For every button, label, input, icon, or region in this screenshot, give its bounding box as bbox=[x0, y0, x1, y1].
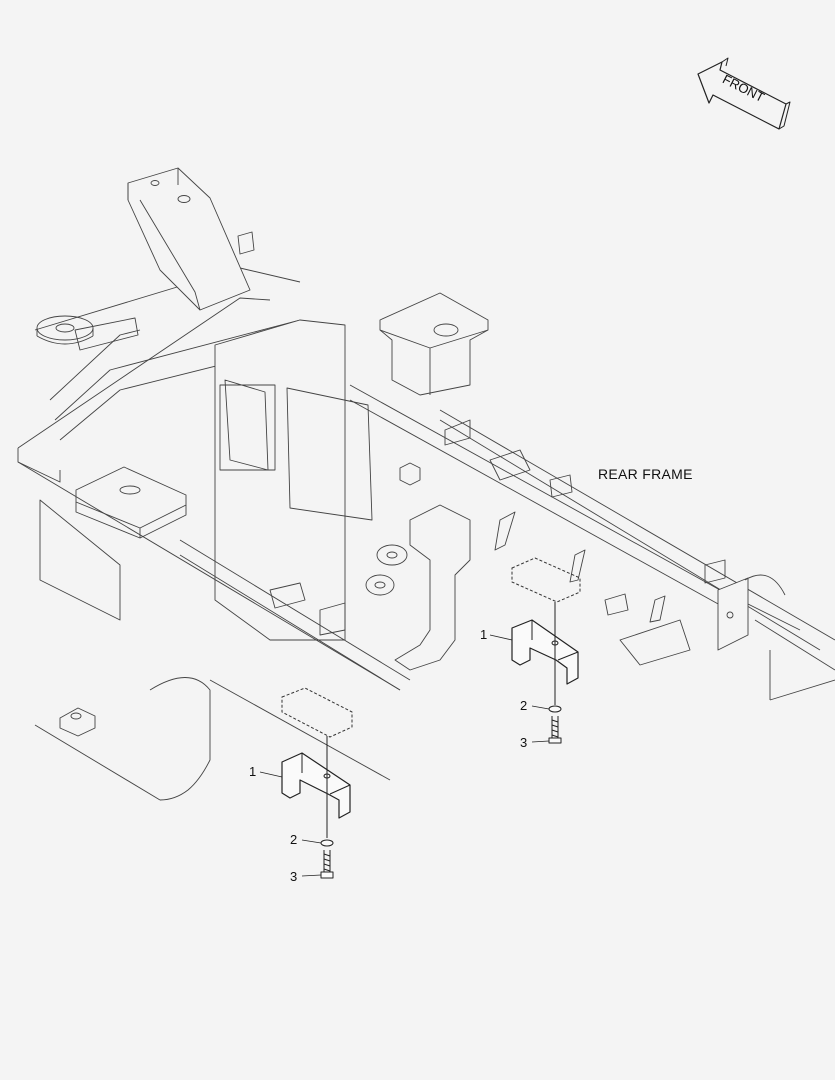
rear-frame-drawing bbox=[17, 167, 835, 801]
callout-upper-part-1: 1 bbox=[480, 627, 488, 642]
lower-washer bbox=[320, 839, 334, 847]
lower-bolt bbox=[320, 850, 334, 879]
callout-lower-part-3: 3 bbox=[290, 869, 298, 884]
upper-mounting-pad-ghost bbox=[511, 557, 581, 603]
callout-upper-part-2: 2 bbox=[520, 698, 528, 713]
front-direction-arrow: FRONT bbox=[697, 57, 791, 130]
rear-frame-label: REAR FRAME bbox=[598, 466, 693, 482]
lower-bracket-assembly bbox=[259, 687, 353, 879]
callout-upper-part-3: 3 bbox=[520, 735, 528, 750]
upper-spacer-bracket bbox=[511, 619, 579, 685]
callout-lower-part-2: 2 bbox=[290, 832, 298, 847]
upper-bracket-assembly bbox=[489, 557, 581, 744]
upper-washer bbox=[548, 705, 562, 713]
upper-bolt bbox=[548, 716, 562, 744]
callout-lower-part-1: 1 bbox=[249, 764, 257, 779]
lower-spacer-bracket bbox=[281, 752, 351, 819]
lower-mounting-pad-ghost bbox=[281, 687, 353, 738]
